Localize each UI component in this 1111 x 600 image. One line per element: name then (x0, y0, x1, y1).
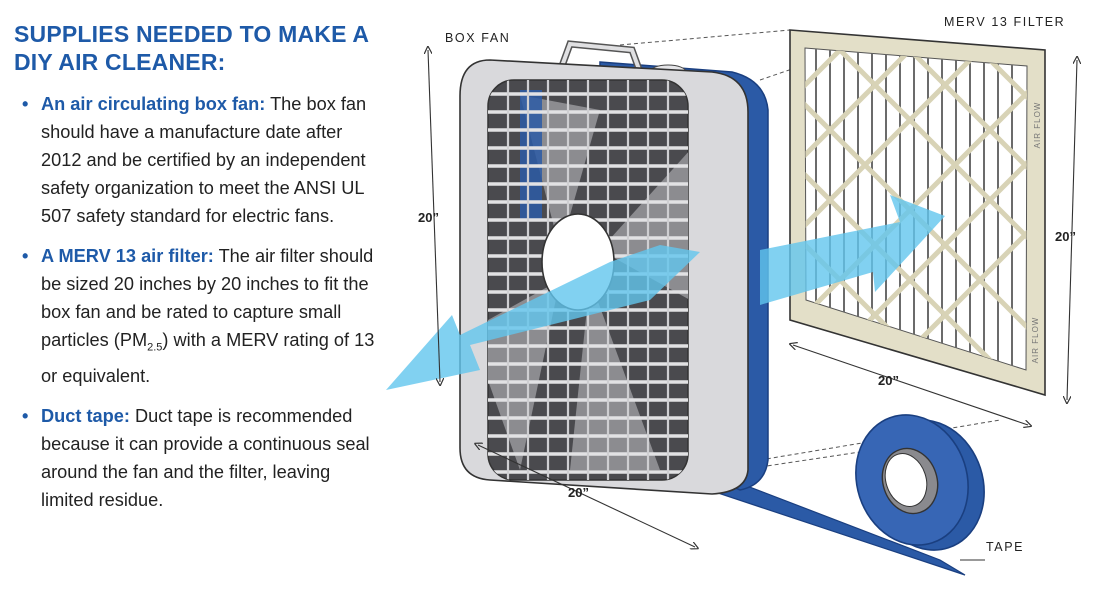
tape-label: TAPE (986, 540, 1024, 554)
pm-subscript: 2.5 (147, 341, 163, 354)
item-text-end: ) with a MERV rating of 13 or equivalent… (41, 330, 375, 386)
list-item-merv-filter: • A MERV 13 air filter: The air filter s… (14, 242, 384, 390)
fan-height-label: 20” (418, 210, 439, 225)
item-text: The air filter should be sized 20 inches… (41, 246, 374, 350)
airflow-arrow-out (386, 245, 700, 390)
supplies-panel: SUPPLIES NEEDED TO MAKE A DIY AIR CLEANE… (14, 20, 384, 526)
dimension-lines (428, 50, 1077, 561)
list-item-duct-tape: • Duct tape: Duct tape is recommended be… (14, 402, 384, 514)
airflow-label-top: AIR FLOW (1033, 102, 1042, 149)
airflow-arrow-in (760, 195, 945, 305)
supplies-list: • An air circulating box fan: The box fa… (14, 90, 384, 514)
item-lead: An air circulating box fan: (41, 94, 266, 114)
bullet-icon: • (22, 94, 29, 114)
airflow-label-bottom: AIR FLOW (1031, 317, 1040, 364)
list-item-box-fan: • An air circulating box fan: The box fa… (14, 90, 384, 230)
page-title: SUPPLIES NEEDED TO MAKE A DIY AIR CLEANE… (14, 21, 369, 75)
box-fan-label: BOX FAN (445, 31, 510, 45)
filter-width-label: 20” (878, 373, 899, 388)
bullet-icon: • (22, 246, 29, 266)
item-lead: A MERV 13 air filter: (41, 246, 214, 266)
filter-height-label: 20” (1055, 229, 1076, 244)
item-text: Duct tape is recommended because it can … (41, 405, 370, 510)
fan-width-label: 20” (568, 485, 589, 500)
item-text: The box fan should have a manufacture da… (41, 94, 367, 226)
item-lead: Duct tape: (41, 405, 130, 426)
bullet-icon: • (22, 405, 29, 426)
merv-filter-label: MERV 13 FILTER (944, 15, 1065, 29)
